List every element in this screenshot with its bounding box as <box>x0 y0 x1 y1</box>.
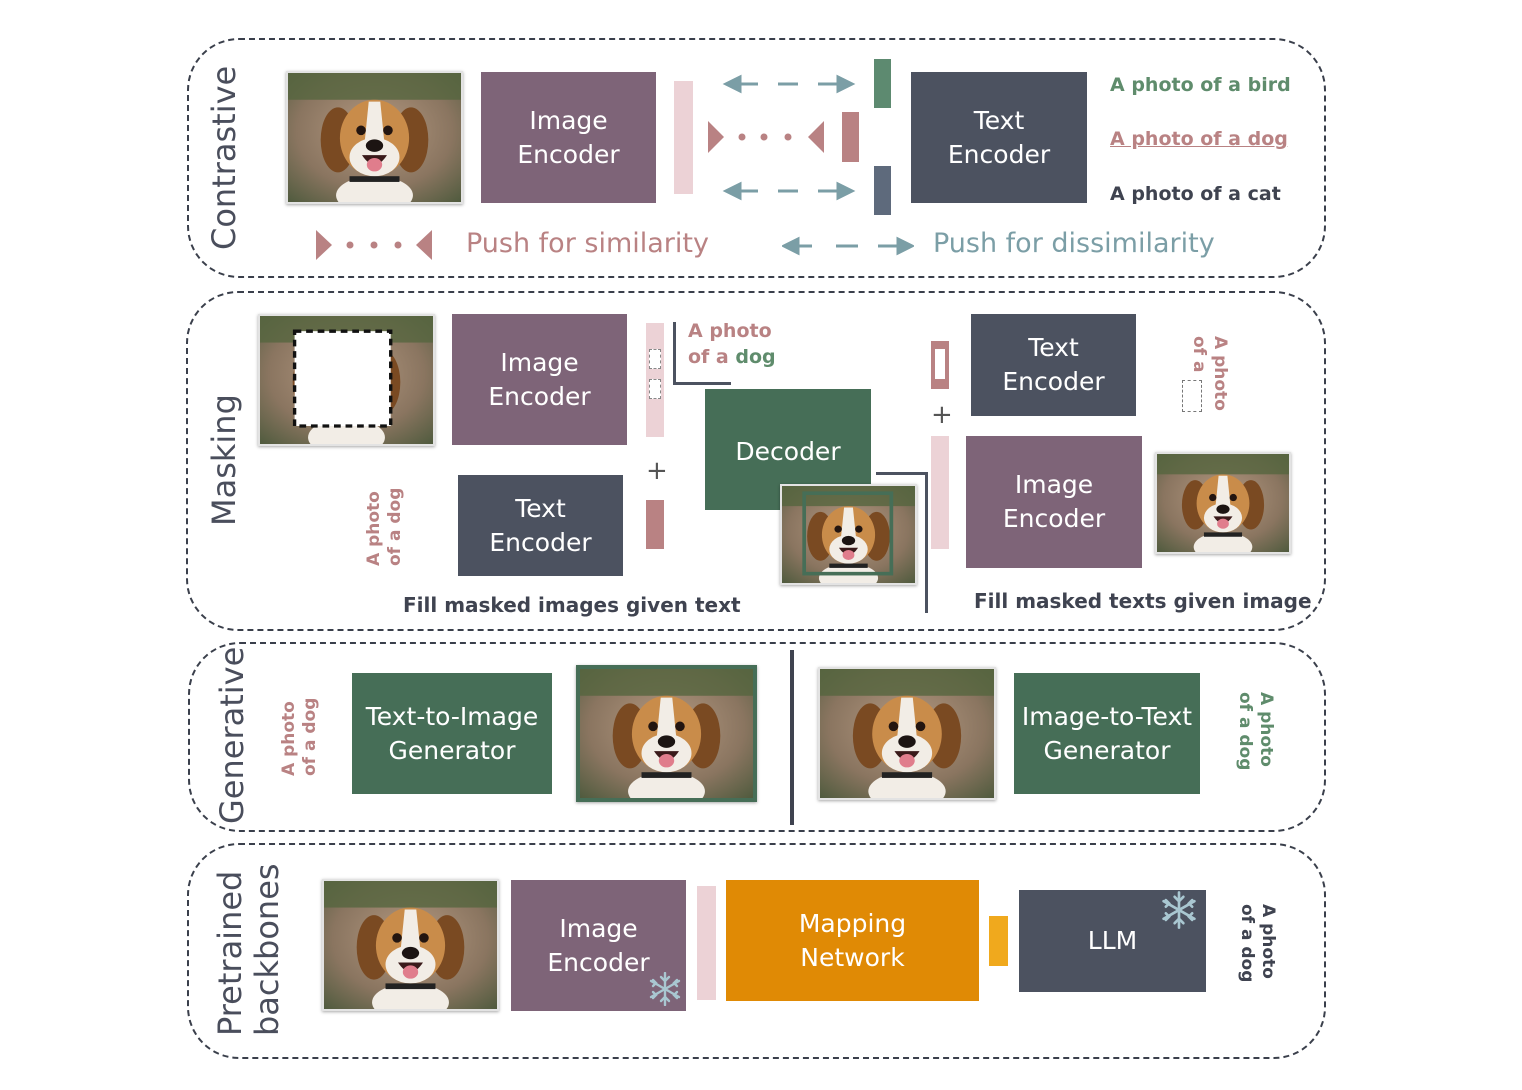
fill-masked-texts-caption: Fill masked texts given image <box>974 589 1312 613</box>
masked-image-embedding-bar <box>646 323 664 437</box>
generative-vertical-text-left: A photo of a dog <box>279 697 321 776</box>
mapped-embedding-bar <box>989 916 1008 966</box>
bird-text-embedding-bar <box>874 59 891 108</box>
similarity-legend-icon <box>316 230 432 260</box>
masked-dog-photo <box>258 314 435 446</box>
snowflake-icon-llm <box>1162 891 1196 929</box>
pretrained-title-line1: Pretrained <box>211 870 249 1036</box>
plus-sign-left: + <box>646 456 668 486</box>
caption-dog: A photo of a dog <box>1110 128 1288 150</box>
reconstructed-dog-photo <box>780 484 917 585</box>
generative-vertical-text-right: A photo of a dog <box>1234 692 1276 771</box>
pretrained-title: Pretrained backbones <box>211 863 286 1036</box>
masking-title: Masking <box>205 394 243 526</box>
dog-photo <box>286 71 463 204</box>
contrastive-panel <box>187 38 1326 278</box>
similarity-legend-label: Push for similarity <box>466 228 709 259</box>
image-to-text-generator-box: Image-to-Text Generator <box>1014 673 1200 794</box>
pretrained-vertical-text-right: A photo of a dog <box>1236 904 1278 983</box>
dissimilarity-legend-label: Push for dissimilarity <box>933 228 1215 259</box>
cat-text-embedding-bar <box>874 166 891 215</box>
contrastive-title: Contrastive <box>205 65 243 250</box>
text-encoder-box: Text Encoder <box>911 72 1087 203</box>
frozen-image-encoder-box: Image Encoder <box>511 880 686 1011</box>
image-encoder-box: Image Encoder <box>481 72 656 203</box>
image-embedding-bar <box>674 81 693 194</box>
masked-word-box <box>1182 380 1202 412</box>
snowflake-icon <box>649 972 681 1006</box>
caption-bird: A photo of a bird <box>1110 74 1291 96</box>
dissimilarity-legend-icon <box>782 236 914 256</box>
fill-masked-images-caption: Fill masked images given text <box>403 593 741 617</box>
dog-text-embedding-bar <box>842 112 859 162</box>
decoder-connector <box>876 472 928 613</box>
text-embedding-bar-masking-left <box>646 500 664 549</box>
image-encoder-box-masking-left: Image Encoder <box>452 314 627 445</box>
masking-caption-line2: of a dog <box>688 346 776 368</box>
text-to-image-generator-box: Text-to-Image Generator <box>352 673 552 794</box>
generative-panel <box>188 642 1326 832</box>
contrastive-arrows <box>708 74 856 201</box>
masking-panel <box>186 291 1326 631</box>
pretrained-title-line2: backbones <box>247 863 286 1036</box>
dog-photo-masking-right <box>1155 452 1291 554</box>
image-embedding-bar-masking-right <box>931 436 949 549</box>
pretrained-panel <box>187 843 1326 1059</box>
generated-dog-photo <box>576 665 757 802</box>
text-encoder-box-masking-right: Text Encoder <box>971 314 1136 416</box>
text-encoder-box-masking-left: Text Encoder <box>458 475 623 576</box>
dog-photo-generative-right <box>818 667 996 800</box>
caption-connector <box>673 322 731 385</box>
generative-divider <box>790 650 794 825</box>
dog-photo-pretrained <box>322 879 499 1011</box>
plus-sign-right: + <box>931 400 953 430</box>
image-embedding-bar-pretrained <box>697 886 716 1000</box>
masking-vertical-text-left: A photo of a dog <box>364 487 406 566</box>
generative-title: Generative <box>213 646 251 824</box>
masking-caption-dog-word: dog <box>735 346 776 368</box>
mapping-network-box: Mapping Network <box>726 880 979 1001</box>
masked-text-embedding-bar <box>931 341 949 389</box>
caption-cat: A photo of a cat <box>1110 183 1281 205</box>
masking-caption-line1: A photo <box>688 320 772 342</box>
image-encoder-box-masking-right: Image Encoder <box>966 436 1142 568</box>
